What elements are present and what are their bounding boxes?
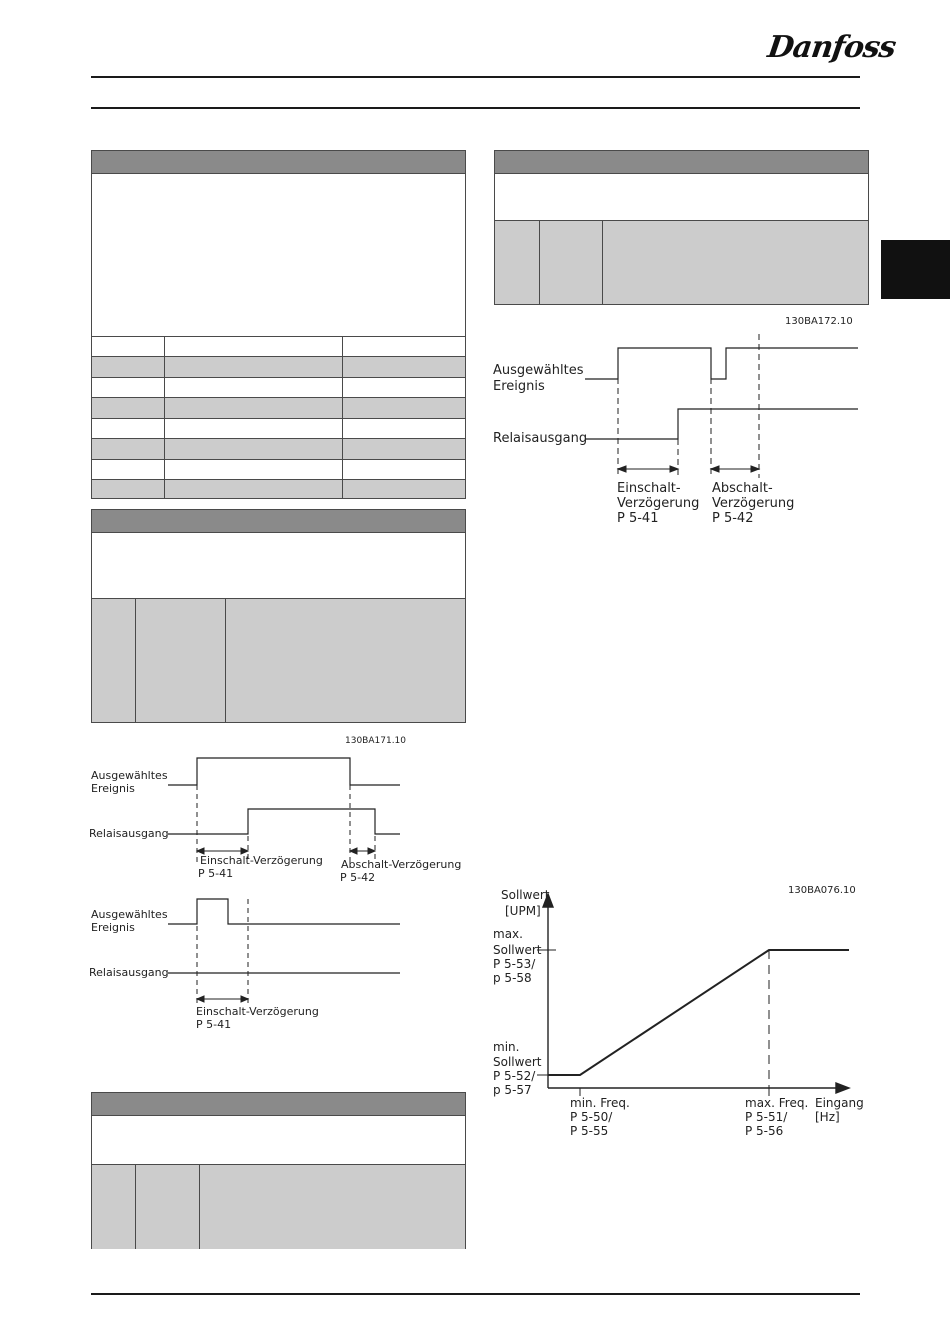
- timing-diagram-delay: 130BA172.10 Ausgewähltes Ereignis Relais…: [493, 316, 858, 526]
- svg-text:max.: max.: [493, 927, 523, 941]
- table-row: [92, 479, 465, 498]
- svg-text:Einschalt-Verzögerung: Einschalt-Verzögerung: [196, 1005, 319, 1018]
- svg-text:Verzögerung: Verzögerung: [712, 496, 794, 511]
- svg-text:Relaisausgang: Relaisausgang: [89, 827, 169, 840]
- param-box-3-header: [91, 1092, 466, 1116]
- svg-text:Ausgewähltes: Ausgewähltes: [91, 908, 168, 921]
- svg-text:Ausgewähltes: Ausgewähltes: [91, 769, 168, 782]
- danfoss-logo: Danfoss: [765, 30, 898, 65]
- param-box-4-header: [494, 150, 869, 174]
- header-rule-bottom: [91, 107, 860, 109]
- event-signal: [585, 347, 858, 380]
- svg-text:Abschalt-: Abschalt-: [712, 481, 773, 496]
- event-label: Ausgewähltes: [493, 363, 584, 378]
- param-box-2-range-row: [92, 599, 465, 722]
- relay-label: Relaisausgang: [493, 431, 587, 446]
- svg-text:Abschalt-Verzögerung: Abschalt-Verzögerung: [341, 858, 461, 871]
- chapter-tab: [881, 240, 950, 299]
- svg-text:Sollwert: Sollwert: [493, 1055, 542, 1069]
- svg-text:P 5-55: P 5-55: [570, 1124, 608, 1138]
- param-box-3-range-row: [92, 1165, 465, 1249]
- svg-text:Relaisausgang: Relaisausgang: [89, 966, 169, 979]
- svg-text:P 5-53/: P 5-53/: [493, 957, 536, 971]
- diagram-code: 130BA076.10: [788, 885, 856, 896]
- svg-text:min.: min.: [493, 1040, 519, 1054]
- svg-text:P 5-51/: P 5-51/: [745, 1110, 788, 1124]
- timing-diagram-long-event: 130BA171.10 Ausgewähltes Ereignis Relais…: [89, 736, 461, 884]
- svg-text:Verzögerung: Verzögerung: [617, 496, 699, 511]
- svg-text:P 5-41: P 5-41: [617, 511, 658, 526]
- table-row: [92, 398, 465, 418]
- svg-text:P 5-41: P 5-41: [196, 1018, 231, 1031]
- diagram-code: 130BA171.10: [345, 736, 406, 746]
- svg-text:P 5-42: P 5-42: [340, 871, 375, 884]
- timing-diagram-short-event: Ausgewähltes Ereignis Relaisausgang Eins…: [89, 898, 400, 1031]
- svg-text:P 5-41: P 5-41: [198, 867, 233, 880]
- svg-text:P 5-50/: P 5-50/: [570, 1110, 613, 1124]
- svg-text:P 5-52/: P 5-52/: [493, 1069, 536, 1083]
- table-row: [92, 357, 465, 377]
- svg-text:Ereignis: Ereignis: [493, 379, 545, 394]
- svg-text:Ereignis: Ereignis: [91, 921, 135, 934]
- svg-text:max. Freq.: max. Freq.: [745, 1096, 808, 1110]
- param-box-2-header: [91, 509, 466, 533]
- scaling-graph: 130BA076.10 Sollwert [UPM] max. Sollwert…: [493, 885, 864, 1138]
- diagram-code: 130BA172.10: [785, 316, 853, 327]
- footer-rule: [91, 1293, 860, 1295]
- param-box-4-range-row: [495, 221, 868, 304]
- svg-text:Eingang: Eingang: [815, 1096, 864, 1110]
- svg-text:P 5-42: P 5-42: [712, 511, 753, 526]
- table-row: [92, 439, 465, 459]
- svg-text:p 5-58: p 5-58: [493, 971, 532, 985]
- relay-signal: [585, 408, 858, 440]
- svg-text:P 5-56: P 5-56: [745, 1124, 783, 1138]
- svg-text:p 5-57: p 5-57: [493, 1083, 532, 1097]
- svg-text:min. Freq.: min. Freq.: [570, 1096, 630, 1110]
- svg-text:Ereignis: Ereignis: [91, 782, 135, 795]
- svg-text:Einschalt-Verzögerung: Einschalt-Verzögerung: [200, 854, 323, 867]
- svg-text:Sollwert: Sollwert: [501, 888, 550, 902]
- header-rule-top: [91, 76, 860, 78]
- svg-text:[UPM]: [UPM]: [505, 904, 541, 918]
- param-box-1-header: [91, 150, 466, 174]
- svg-text:[Hz]: [Hz]: [815, 1110, 840, 1124]
- svg-text:Einschalt-: Einschalt-: [617, 481, 681, 496]
- svg-text:Sollwert: Sollwert: [493, 943, 542, 957]
